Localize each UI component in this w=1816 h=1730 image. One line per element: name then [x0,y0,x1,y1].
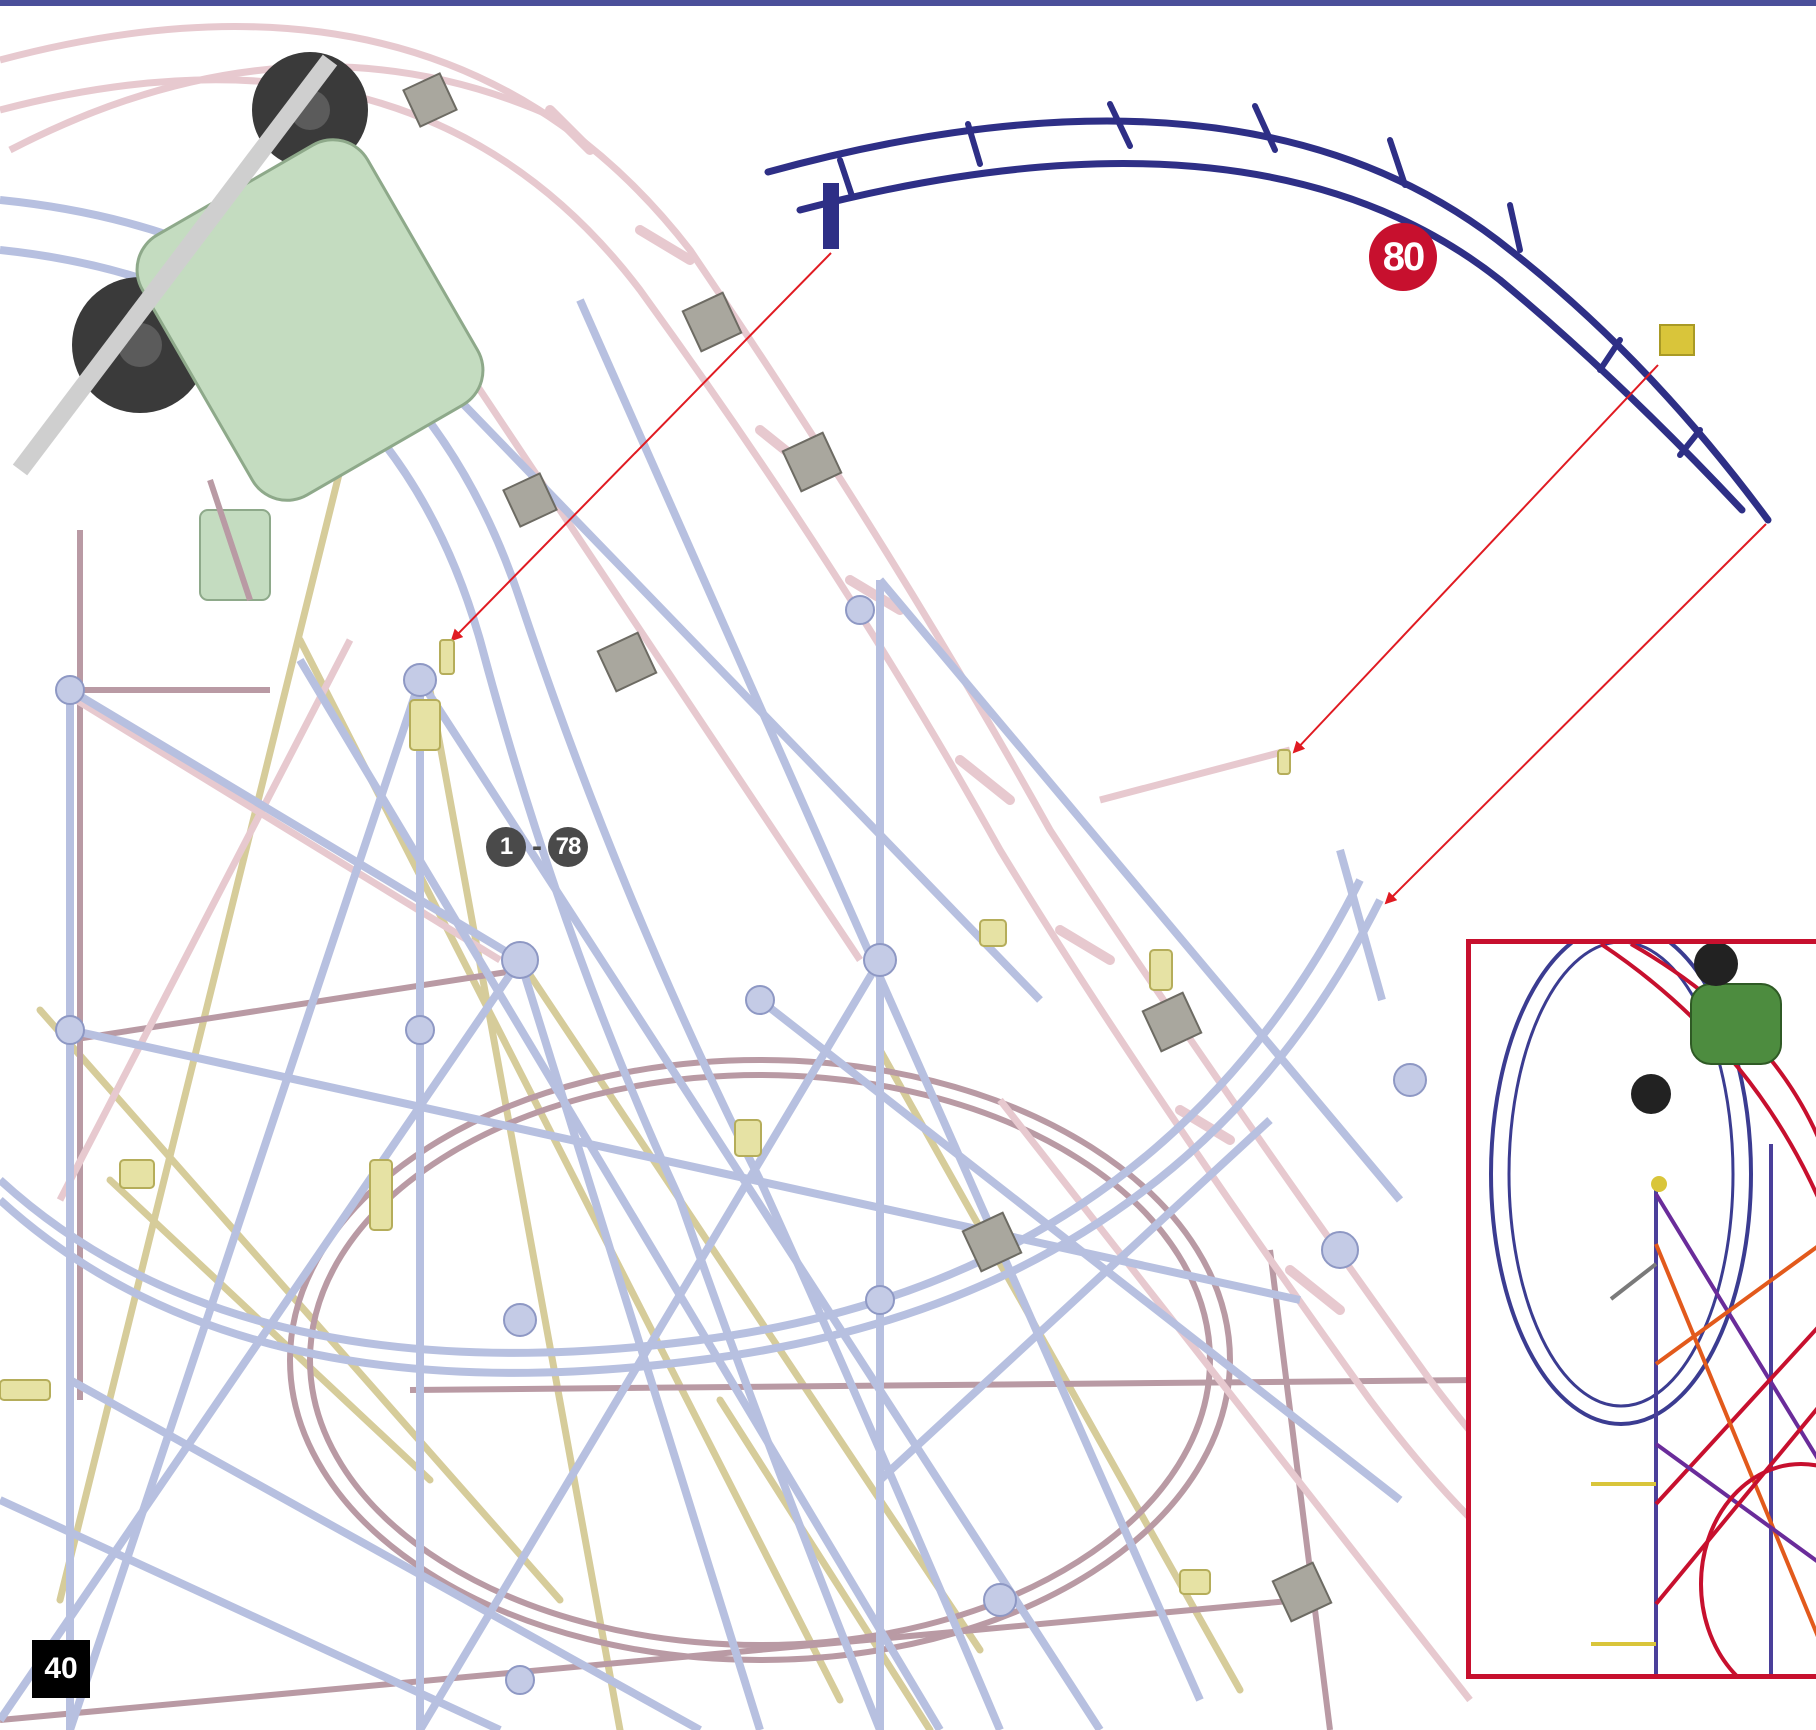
new-track-piece [764,101,1772,524]
blue-structure [0,196,1404,1730]
yellow-connectors [0,699,1211,1595]
pink-crossties [545,105,1345,1315]
previous-steps-range: 1 - 78 [486,825,588,869]
gray-crossties [402,72,1333,1623]
placement-arrows [450,252,1767,905]
blue-hubs [55,595,1427,1695]
target-connectors [439,639,1291,775]
completed-model-preview [1466,939,1816,1679]
header-band [0,0,1816,6]
preview-illustration [1489,944,1816,1674]
range-end: 78 [548,827,588,867]
lift-motor-assembly [12,52,485,601]
step-number-badge: 80 [1369,223,1437,291]
range-separator: - [532,830,542,863]
page-number: 40 [32,1640,90,1698]
range-start: 1 [486,827,526,867]
